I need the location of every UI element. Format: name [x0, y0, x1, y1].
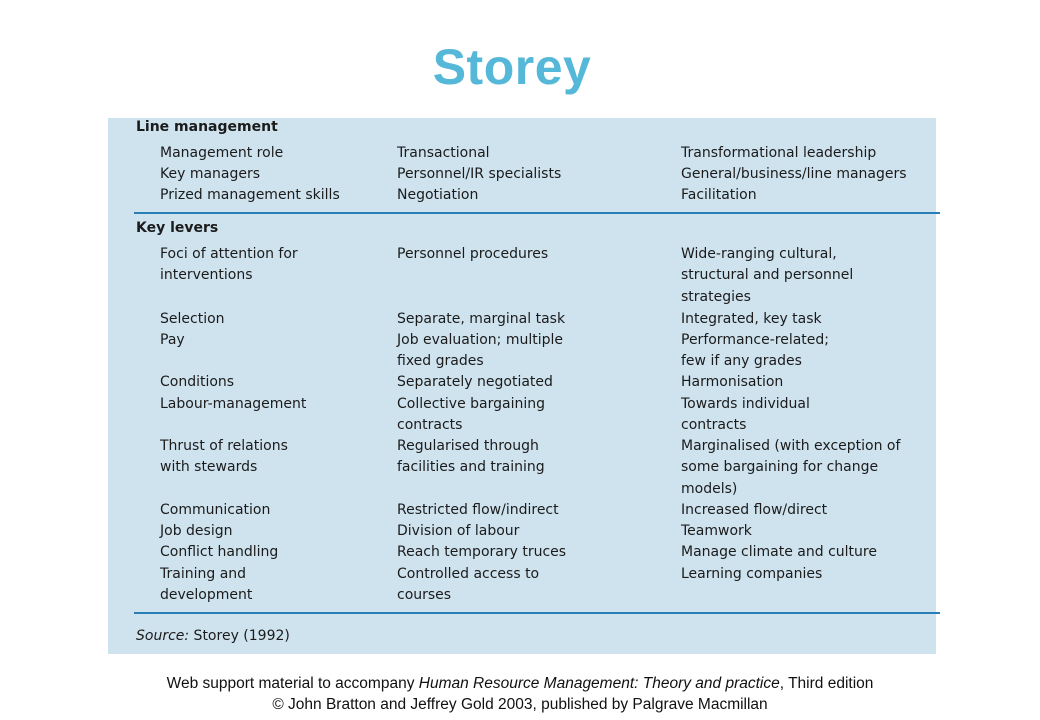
row-label: Conditions: [160, 374, 235, 390]
footer-line-2: © John Bratton and Jeffrey Gold 2003, pu…: [272, 696, 768, 713]
row-label: Communication: [160, 502, 271, 518]
row-label: Conflict handling: [160, 544, 279, 560]
slide-title: Storey: [432, 39, 592, 95]
personnel-ir-cell: Reach temporary truces: [397, 544, 567, 560]
comparison-table: Line management Management role Transact…: [108, 118, 940, 654]
row-label: Prized management skills: [160, 187, 340, 203]
hrm-cell: Harmonisation: [681, 374, 784, 390]
source-text: Storey (1992): [189, 628, 290, 644]
row-label: Foci of attention for interventions: [160, 246, 298, 284]
row-label: Management role: [160, 145, 284, 161]
footer-line-1: Web support material to accompany Human …: [0, 673, 1040, 694]
footer-edition: , Third edition: [779, 675, 874, 692]
row-label: Labour-management: [160, 396, 307, 412]
hrm-cell: Wide-ranging cultural, structural and pe…: [681, 246, 854, 305]
personnel-ir-cell: Regularised through facilities and train…: [397, 438, 545, 476]
hrm-cell: Manage climate and culture: [681, 544, 877, 560]
personnel-ir-cell: Division of labour: [397, 523, 520, 539]
personnel-ir-cell: Collective bargaining contracts: [397, 396, 546, 434]
hrm-cell: Performance-related; few if any grades: [681, 332, 830, 370]
hrm-cell: Marginalised (with exception of some bar…: [681, 438, 901, 497]
section-heading-key-levers: Key levers: [136, 220, 219, 236]
row-label: Job design: [160, 523, 233, 539]
section-divider: [134, 212, 940, 214]
hrm-cell: Integrated, key task: [681, 311, 822, 327]
hrm-cell: Transformational leadership: [681, 145, 877, 161]
hrm-cell: Teamwork: [681, 523, 752, 539]
footer-prefix: Web support material to accompany: [166, 675, 419, 692]
personnel-ir-cell: Controlled access to courses: [397, 566, 540, 604]
personnel-ir-cell: Transactional: [397, 145, 490, 161]
personnel-ir-cell: Personnel procedures: [397, 246, 549, 262]
personnel-ir-cell: Personnel/IR specialists: [397, 166, 562, 182]
hrm-cell: Towards individual contracts: [681, 396, 810, 434]
personnel-ir-cell: Job evaluation; multiple fixed grades: [397, 332, 564, 370]
source-label: Source:: [136, 628, 190, 644]
hrm-cell: General/business/line managers: [681, 166, 907, 182]
section-divider: [134, 612, 940, 614]
footer: Web support material to accompany Human …: [0, 673, 1040, 715]
row-label: Key managers: [160, 166, 261, 182]
footer-book-title: Human Resource Management: Theory and pr…: [418, 675, 780, 692]
row-label: Training and development: [160, 566, 253, 604]
personnel-ir-cell: Separately negotiated: [397, 374, 553, 390]
personnel-ir-cell: Negotiation: [397, 187, 479, 203]
personnel-ir-cell: Restricted flow/indirect: [397, 502, 559, 518]
hrm-cell: Learning companies: [681, 566, 823, 582]
hrm-cell: Increased flow/direct: [681, 502, 828, 518]
hrm-cell: Facilitation: [681, 187, 757, 203]
row-label: Pay: [160, 332, 185, 348]
personnel-ir-cell: Separate, marginal task: [397, 311, 566, 327]
row-label: Thrust of relations with stewards: [160, 438, 288, 476]
source-citation: Source: Storey (1992): [136, 628, 290, 644]
row-label: Selection: [160, 311, 225, 327]
section-heading-line-management: Line management: [136, 119, 278, 135]
